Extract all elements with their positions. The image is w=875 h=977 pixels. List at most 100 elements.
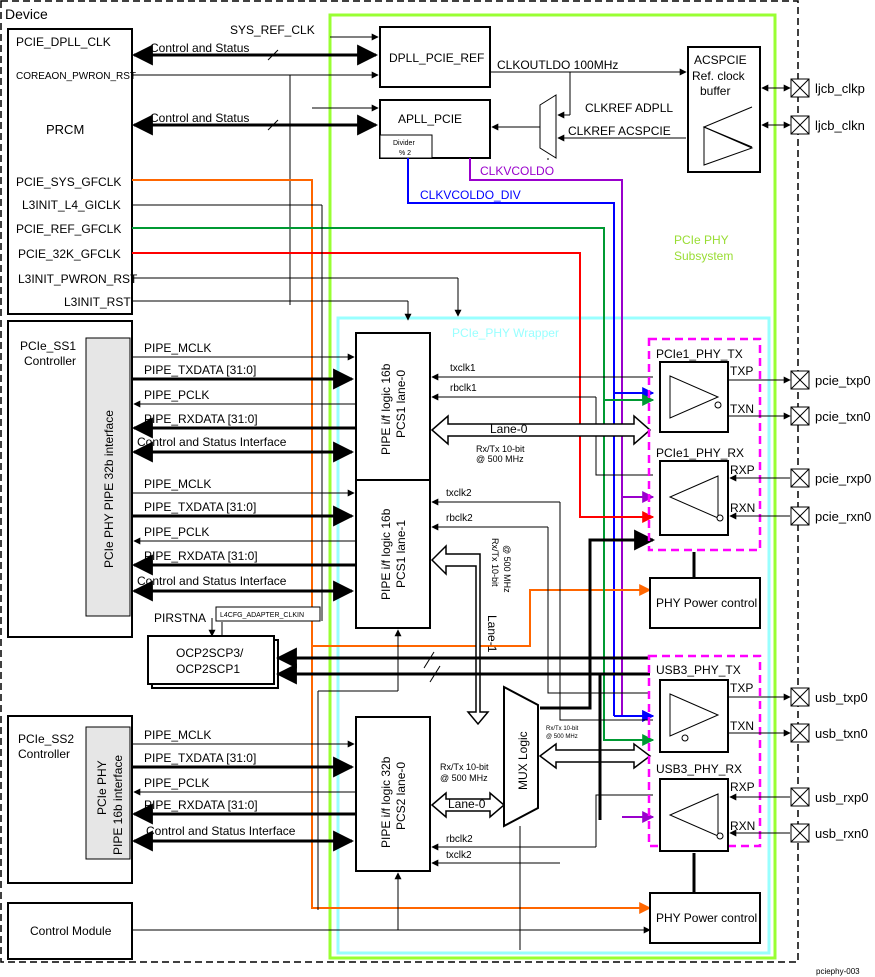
ss1-interface-label: PCIe PHY PIPE 32b interface [102, 410, 116, 568]
apll-label: APLL_PCIE [398, 112, 462, 126]
prcm-signal-l3init-rst: L3INIT_RST [64, 295, 131, 309]
mux-to-usbtx-arrow [538, 742, 652, 770]
pcie1-rx-label: PCIe1_PHY_RX [656, 446, 744, 460]
ss2-title-2: Controller [18, 747, 70, 761]
pad-pcie-txp0 [728, 370, 810, 390]
pcs1-lane0-label-2: PCS1 lane-0 [394, 370, 408, 438]
prcm-block [7, 28, 133, 315]
pcie1-rxp-label: RXP [730, 463, 755, 477]
acspcie-label-3: buffer [700, 84, 730, 98]
subsystem-label-line1: PCIe PHY [674, 233, 729, 247]
usb3-rx-label: USB3_PHY_RX [656, 762, 742, 776]
prcm-signal-pcie-32k-gfclk: PCIE_32K_GFCLK [18, 247, 121, 261]
usb3-rxn-label: RXN [730, 819, 755, 833]
pcie-rxp0-label: pcie_rxp0 [815, 471, 871, 486]
pcie-txn0-label: pcie_txn0 [815, 409, 871, 424]
acspcie-buffer-lower [703, 126, 754, 166]
rxtx-label-2: @ 500 MHz [476, 454, 524, 464]
wrapper-label: PCIe_PHY Wrapper [452, 326, 559, 340]
lane1-label: Lane-1 [485, 615, 499, 653]
figure-id: pciephy-003 [816, 967, 860, 976]
txclk2-label: txclk2 [446, 488, 472, 499]
dpll-label: DPLL_PCIE_REF [389, 51, 484, 65]
pcie-32k-gfclk-line [132, 252, 655, 523]
clkref-adpll-label: CLKREF ADPLL [585, 101, 673, 115]
pcie1-phy-group [647, 337, 762, 552]
acspcie-label-1: ACSPCIE [694, 53, 747, 67]
pad-usb-rxp0 [729, 787, 810, 807]
acspcie-block [687, 46, 761, 173]
adapter-clk-box [215, 606, 321, 622]
ss1a-pclk: PIPE_PCLK [144, 388, 209, 402]
phy-power-control-1 [649, 577, 761, 629]
usb-txp0-label: usb_txp0 [815, 690, 868, 705]
usb3-phy-rx-block [659, 778, 729, 852]
prcm-signal-pcie-ref-gfclk: PCIE_REF_GFCLK [16, 222, 121, 236]
ss1b-mclk: PIPE_MCLK [144, 477, 211, 491]
pirstna-label: PIRSTNA [154, 611, 206, 625]
ss2-pclk: PIPE_PCLK [144, 776, 209, 790]
pad-usb-txp0 [728, 687, 810, 707]
usb-rxp0-label: usb_rxp0 [815, 790, 868, 805]
rbclk1-label: rbclk1 [450, 383, 477, 394]
prcm-signal-l3init-l4-giclk: L3INIT_L4_GICLK [22, 198, 121, 212]
clkvcoldo-div-line [407, 158, 655, 399]
sys-ref-clk-label: SYS_REF_CLK [230, 23, 315, 37]
clkoutldo-label: CLKOUTLDO 100MHz [497, 58, 618, 72]
pcie1-tx-label: PCIe1_PHY_TX [656, 347, 743, 361]
control-module-label: Control Module [30, 924, 112, 938]
clkvcoldo-div-label: CLKVCOLDO_DIV [420, 188, 521, 202]
pad-usb-txn0 [728, 723, 810, 743]
prcm-signal-l3init-pwron-rst: L3INIT_PWRON_RST [18, 272, 138, 286]
usb3-txn-label: TXN [730, 719, 754, 733]
ss2-mclk: PIPE_MCLK [144, 728, 211, 742]
pad-pcie-rxn0 [729, 506, 810, 526]
pad-usb-rxn0 [729, 823, 810, 843]
ss1b-txdata: PIPE_TXDATA [31:0] [144, 500, 256, 514]
clkref-mux [539, 94, 557, 159]
ss1-interface [85, 337, 131, 617]
pad-ljcb-clkn [790, 115, 810, 135]
ss1a-mclk: PIPE_MCLK [144, 341, 211, 355]
clkvcoldo-label: CLKVCOLDO [480, 164, 554, 178]
clkref-acspcie-label: CLKREF ACSPCIE [568, 124, 671, 138]
prcm-signal-pcie-sys-gfclk: PCIE_SYS_GFCLK [16, 175, 121, 189]
divider-label-1: Divider [393, 140, 415, 147]
ss2-interface [85, 726, 131, 860]
phy-wrapper-boundary [336, 316, 771, 955]
ljcb-clkn-label: ljcb_clkn [815, 118, 865, 133]
pcie1-rxn-label: RXN [730, 501, 755, 515]
pcie-rxn0-label: pcie_rxn0 [815, 509, 871, 524]
rbclk2-b-label: rbclk2 [446, 834, 473, 845]
pcs1-lane0-label-1: PIPE i/f logic 16b [379, 363, 393, 455]
pad-pcie-rxp0 [729, 468, 810, 488]
pcs2-lane0-label-2: PCS2 lane-0 [394, 762, 408, 830]
usb-txn0-label: usb_txn0 [815, 726, 868, 741]
lane0-arrow [430, 414, 652, 446]
pcie-txp0-label: pcie_txp0 [815, 373, 871, 388]
ss2-txdata: PIPE_TXDATA [31:0] [144, 751, 256, 765]
ss1a-control: Control and Status Interface [137, 435, 287, 449]
rxtx-v-label-1: Rx/Tx 10-bit [490, 538, 500, 587]
pcs1-lane1-label-2: PCS1 lane-1 [394, 520, 408, 588]
ss1b-pclk: PIPE_PCLK [144, 525, 209, 539]
ss2-interface-label-2: PIPE 16b interface [111, 755, 125, 855]
lane1-arrow [430, 544, 490, 726]
divider-label-2: % 2 [399, 150, 411, 157]
ocp-label-1: OCP2SCP3/ [176, 646, 244, 660]
ss2-title-1: PCIe_SS2 [18, 732, 74, 746]
usb3-tx-label: USB3_PHY_TX [656, 663, 741, 677]
mux-logic [503, 685, 539, 828]
usb3-txp-label: TXP [730, 681, 753, 695]
pcs2-lane0-label-1: PIPE i/f logic 32b [379, 756, 393, 848]
device-label: Device [5, 6, 48, 22]
acspcie-label-2: Ref. clock [692, 69, 746, 83]
pcie-sys-gfclk-line [132, 179, 652, 914]
rxtx-c-label-2: @ 500 MHz [546, 734, 578, 740]
subsystem-label-line2: Subsystem [674, 249, 733, 263]
pcie-ref-gfclk-line [132, 227, 655, 406]
prcm-title: PRCM [46, 122, 84, 137]
rxtx-v-label-2: @ 500 MHz [502, 545, 512, 593]
ss1a-txdata: PIPE_TXDATA [31:0] [144, 363, 256, 377]
rxtx-label-1: Rx/Tx 10-bit [476, 444, 525, 454]
